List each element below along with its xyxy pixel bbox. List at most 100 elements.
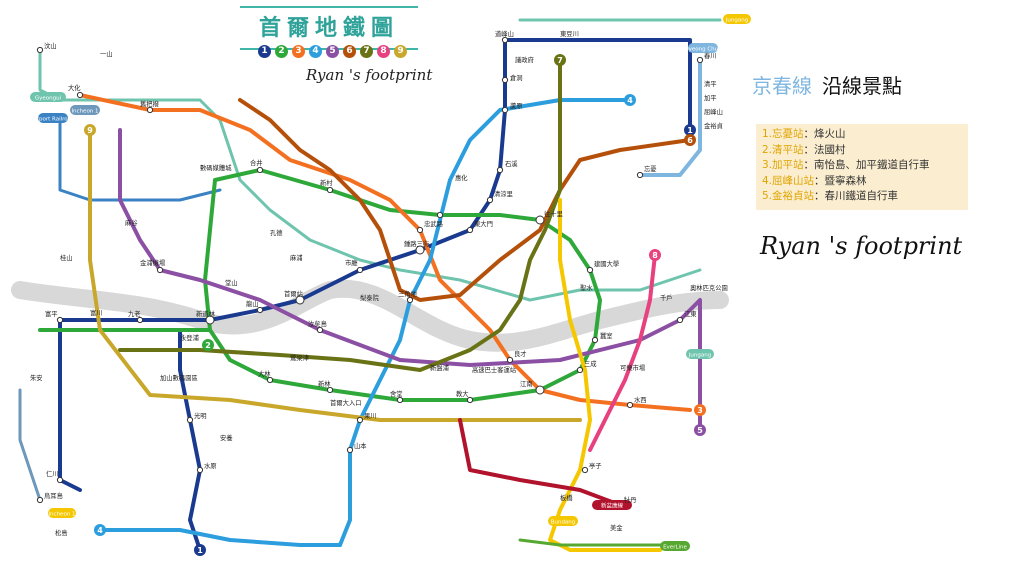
badge-line-4-west: 4: [97, 526, 103, 535]
station-incheon[interactable]: [56, 476, 64, 484]
badge-line-5: 5: [697, 426, 703, 435]
map-title: 首爾地鐵圖: [258, 15, 399, 41]
station-suseo[interactable]: [626, 401, 634, 409]
station-sadang[interactable]: [396, 396, 404, 404]
station-cheongnyangni[interactable]: [486, 196, 494, 204]
station-konkuk[interactable]: [586, 266, 594, 274]
label-yeongdeungpo: 永登浦: [180, 333, 200, 342]
line-2-badge: 2: [275, 45, 288, 58]
station-guro[interactable]: [136, 316, 144, 324]
label-anyang: 安養: [220, 433, 233, 442]
station-sinchon[interactable]: [326, 186, 334, 194]
station-samgakji[interactable]: [406, 296, 414, 304]
station-gupabal[interactable]: [146, 106, 154, 114]
line-5-badge: 5: [326, 45, 339, 58]
sight-name: ：春川鐵道自行車: [814, 190, 899, 202]
station-munsan[interactable]: [36, 46, 44, 54]
station-hapjeong[interactable]: [256, 166, 264, 174]
tag-shinbundang: 新盆唐線: [601, 502, 624, 510]
tag-incheon2-bg: [48, 508, 76, 518]
label-gangnam: 江南: [520, 379, 533, 388]
label-mangu: 忘憂: [644, 164, 657, 173]
line-9: [88, 128, 582, 422]
station-gimpo[interactable]: [156, 266, 164, 274]
tag-bundang: Bundang: [551, 520, 576, 526]
label-seongsu: 聖水: [580, 283, 593, 292]
label-chungmuro: 忠武路: [424, 219, 444, 228]
label-juan: 朱安: [30, 373, 43, 382]
tag-incheon2: Incheon 1: [48, 512, 75, 518]
station-nowon[interactable]: [501, 106, 509, 114]
label-changdong: 倉洞: [510, 73, 523, 82]
station-gwangmyeong[interactable]: [186, 416, 194, 424]
tag-shinbundang-bg: [592, 500, 632, 510]
badge-line-9-bg: [84, 124, 96, 136]
station-jamsil[interactable]: [591, 336, 599, 344]
label-incheon: 仁川: [46, 469, 59, 478]
station-seokgye[interactable]: [496, 166, 504, 174]
station-euljiro[interactable]: [436, 211, 444, 219]
station-dongdaemun[interactable]: [466, 226, 474, 234]
label-magok: 麻谷: [125, 218, 138, 227]
station-city-hall[interactable]: [356, 266, 364, 274]
label-bupyeong: 富平: [45, 309, 58, 318]
label-gupabal: 舊把撥: [140, 99, 160, 108]
station-sanbon[interactable]: [346, 446, 354, 454]
station-samseong[interactable]: [576, 366, 584, 374]
badge-line-2-bg: [202, 339, 214, 351]
badge-line-4: 4: [627, 96, 633, 105]
sight-name: ：暨寧森林: [814, 174, 867, 187]
tag-everline: EverLine: [663, 545, 687, 551]
label-hapjeong: 合井: [250, 158, 263, 167]
badge-line-9: 9: [87, 126, 93, 135]
station-daehwa[interactable]: [76, 91, 84, 99]
label-daerim: 大林: [258, 369, 271, 378]
station-yangjae[interactable]: [506, 356, 514, 364]
label-jongno3: 鍾路三街: [404, 239, 430, 248]
badge-line-1-bg: [684, 124, 696, 136]
label-chuncheon: 春川: [704, 51, 717, 60]
station-gangdong[interactable]: [676, 316, 684, 324]
hub-sindorim[interactable]: [205, 315, 215, 325]
sight-item: 5.金裕貞站：春川鐵道自行車: [762, 189, 962, 205]
hub-seoul-station[interactable]: [295, 295, 305, 305]
station-dobongsan[interactable]: [501, 36, 509, 44]
station-gwacheon[interactable]: [356, 416, 364, 424]
map-title-box: 首爾地鐵圖: [240, 6, 418, 50]
label-sanbon: 山本: [354, 441, 367, 450]
label-ilsan: 一山: [100, 49, 113, 58]
label-daehwa: 大化: [68, 83, 81, 92]
hub-wangsimni[interactable]: [535, 215, 545, 225]
station-yeouido[interactable]: [316, 326, 324, 334]
badge-line-1: 1: [687, 126, 693, 135]
label-gapyeong: 加平: [704, 93, 717, 102]
station-sangbong[interactable]: [636, 171, 644, 179]
line-1-east: [503, 38, 692, 132]
station-changdong[interactable]: [501, 76, 509, 84]
label-gimpo: 金浦機場: [140, 258, 166, 267]
label-sillim: 新林: [318, 379, 331, 388]
label-olympic: 奧林匹克公園: [690, 283, 728, 292]
hub-gangnam[interactable]: [535, 385, 545, 395]
station-oido[interactable]: [36, 496, 44, 504]
shinbundang-line: [458, 418, 622, 507]
station-sillim[interactable]: [326, 386, 334, 394]
station-gyodae[interactable]: [466, 396, 474, 404]
station-chuncheon[interactable]: [696, 56, 704, 64]
hub-jongno3[interactable]: [415, 245, 425, 255]
station-chungmuro[interactable]: [416, 226, 424, 234]
label-gimyujeong: 金裕貞: [704, 121, 723, 130]
station-suwon[interactable]: [196, 466, 204, 474]
station-daerim[interactable]: [266, 376, 274, 384]
label-bucheon: 富川: [90, 308, 103, 317]
sight-name: ：法國村: [803, 143, 846, 156]
station-bupyeong[interactable]: [56, 316, 64, 324]
tag-gyeongui: Gyeongui: [35, 96, 62, 102]
badge-line-7: 7: [557, 56, 563, 65]
badge-line-5-bg: [694, 424, 706, 436]
gyeongui-branch: [308, 238, 702, 302]
station-yongsan[interactable]: [256, 306, 264, 314]
label-sindorim: 新道林: [196, 309, 216, 318]
station-jeongja[interactable]: [581, 466, 589, 474]
